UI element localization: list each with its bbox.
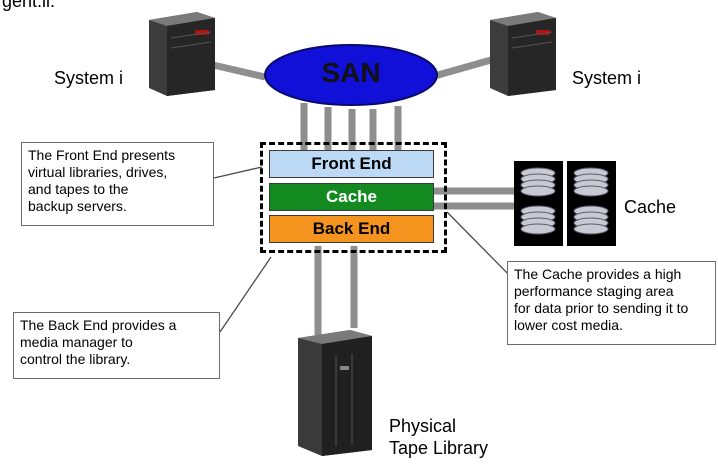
front-end-pointer xyxy=(213,166,263,179)
callout-line: The Front End presents xyxy=(28,147,176,163)
callout-line: and tapes to the xyxy=(28,181,129,197)
cache-pointer xyxy=(446,211,518,284)
disk-stack-icon xyxy=(514,161,616,246)
cache-layer: Cache xyxy=(269,183,434,211)
right-server-label: System i xyxy=(572,68,642,88)
header-fragment: gent.ii. xyxy=(2,0,56,11)
virtual-library-box xyxy=(260,142,447,253)
back-end-callout: The Back End provides a media manager to… xyxy=(13,312,220,379)
callout-line: performance staging area xyxy=(514,283,674,299)
back-end-pointer xyxy=(219,256,272,333)
callout-line: control the library. xyxy=(20,351,131,367)
front-end-callout: The Front End presents virtual libraries… xyxy=(21,142,214,226)
san-hub xyxy=(264,44,438,106)
left-server-label: System i xyxy=(54,68,124,88)
callout-line: The Cache provides a high xyxy=(514,266,682,282)
tape-library-icon xyxy=(298,330,372,456)
cache-disk-array xyxy=(514,161,616,246)
server-icon-left xyxy=(149,12,215,96)
right-server-link xyxy=(430,54,499,81)
callout-line: media manager to xyxy=(20,334,133,350)
tape-library-label-line1: Physical xyxy=(389,416,457,436)
cache-callout: The Cache provides a high performance st… xyxy=(507,261,716,345)
callout-line: virtual libraries, drives, xyxy=(28,164,168,180)
callout-line: backup servers. xyxy=(28,198,127,214)
cache-storage-label: Cache xyxy=(624,197,677,217)
callout-line: The Back End provides a xyxy=(20,317,177,333)
san-label: SAN xyxy=(321,57,381,88)
tape-library-label-line2: Tape Library xyxy=(389,438,489,458)
callout-line: for data prior to sending it to xyxy=(514,300,689,316)
back-end-layer: Back End xyxy=(269,215,434,243)
front-end-layer: Front End xyxy=(269,150,434,178)
callout-line: lower cost media. xyxy=(514,317,623,333)
server-icon-right xyxy=(490,12,556,96)
